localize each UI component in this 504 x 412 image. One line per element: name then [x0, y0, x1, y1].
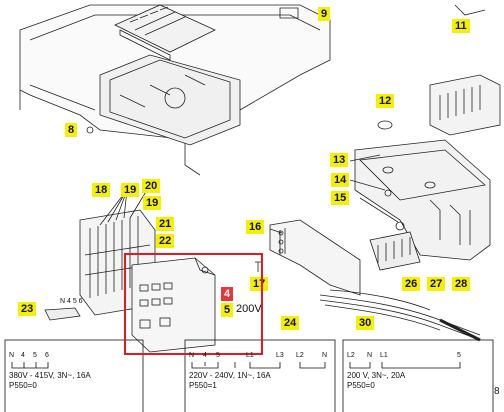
wiring-2-terminal-l3: L3: [276, 352, 284, 359]
wiring-3-terminal-l1: L1: [380, 352, 388, 359]
wiring-2-spec: 220V - 240V, 1N~, 16A: [189, 371, 271, 380]
callout-8: 8: [65, 123, 78, 137]
callout-16: 16: [246, 220, 265, 234]
callout-15: 15: [331, 191, 350, 205]
wiring-2-terminal-n: N: [189, 352, 195, 359]
callout-9: 9: [318, 7, 331, 21]
wiring-1-spec: 380V - 415V, 3N~, 16A: [9, 371, 91, 380]
voltage-label: 200V: [236, 303, 262, 315]
wiring-1-parameter: P550=0: [9, 381, 37, 390]
wiring-3-parameter: P550=0: [347, 381, 375, 390]
wiring-2-terminal-l1: L1: [246, 352, 254, 359]
wiring-3-terminal-n: N: [367, 352, 373, 359]
wiring-2-terminal-l2: L2: [296, 352, 304, 359]
wiring-2-terminal-4: 4: [203, 352, 207, 359]
callout-19b: 19: [143, 196, 162, 210]
callout-4: 4: [221, 287, 234, 301]
callout-19a: 19: [121, 183, 140, 197]
callout-21: 21: [156, 217, 175, 231]
callout-28: 28: [452, 277, 471, 291]
callout-11: 11: [452, 19, 470, 33]
wiring-1-terminal-5: 5: [33, 352, 37, 359]
callout-14: 14: [331, 173, 350, 187]
callout-20: 20: [142, 179, 161, 193]
callout-22: 22: [156, 234, 175, 248]
callout-12: 12: [376, 94, 395, 108]
page-fragment: 8: [494, 386, 500, 397]
wiring-2-terminal-5: 5: [216, 352, 220, 359]
callout-24: 24: [281, 316, 300, 330]
wiring-2-parameter: P550=1: [189, 381, 217, 390]
wiring-1-terminal-6: 6: [45, 352, 49, 359]
wiring-3-terminal-5: 5: [457, 352, 461, 359]
bar-label-n456: N 4 5 6: [60, 298, 83, 305]
callout-27: 27: [427, 277, 446, 291]
wiring-schematics: [4, 339, 494, 412]
callout-18: 18: [92, 183, 111, 197]
wiring-1-terminal-4: 4: [21, 352, 25, 359]
wiring-3-spec: 200 V, 3N~, 20A: [347, 371, 406, 380]
callout-5: 5: [221, 303, 234, 317]
line-art: [19, 4, 501, 353]
wiring-2-terminal-n2: N: [322, 352, 328, 359]
callout-13: 13: [330, 153, 349, 167]
wiring-1-terminal-n: N: [9, 352, 15, 359]
contactor-highlight-box: [124, 253, 263, 355]
callout-23: 23: [18, 302, 37, 316]
callout-30: 30: [356, 316, 375, 330]
wiring-3-terminal-l2: L2: [347, 352, 355, 359]
callout-26: 26: [402, 277, 421, 291]
